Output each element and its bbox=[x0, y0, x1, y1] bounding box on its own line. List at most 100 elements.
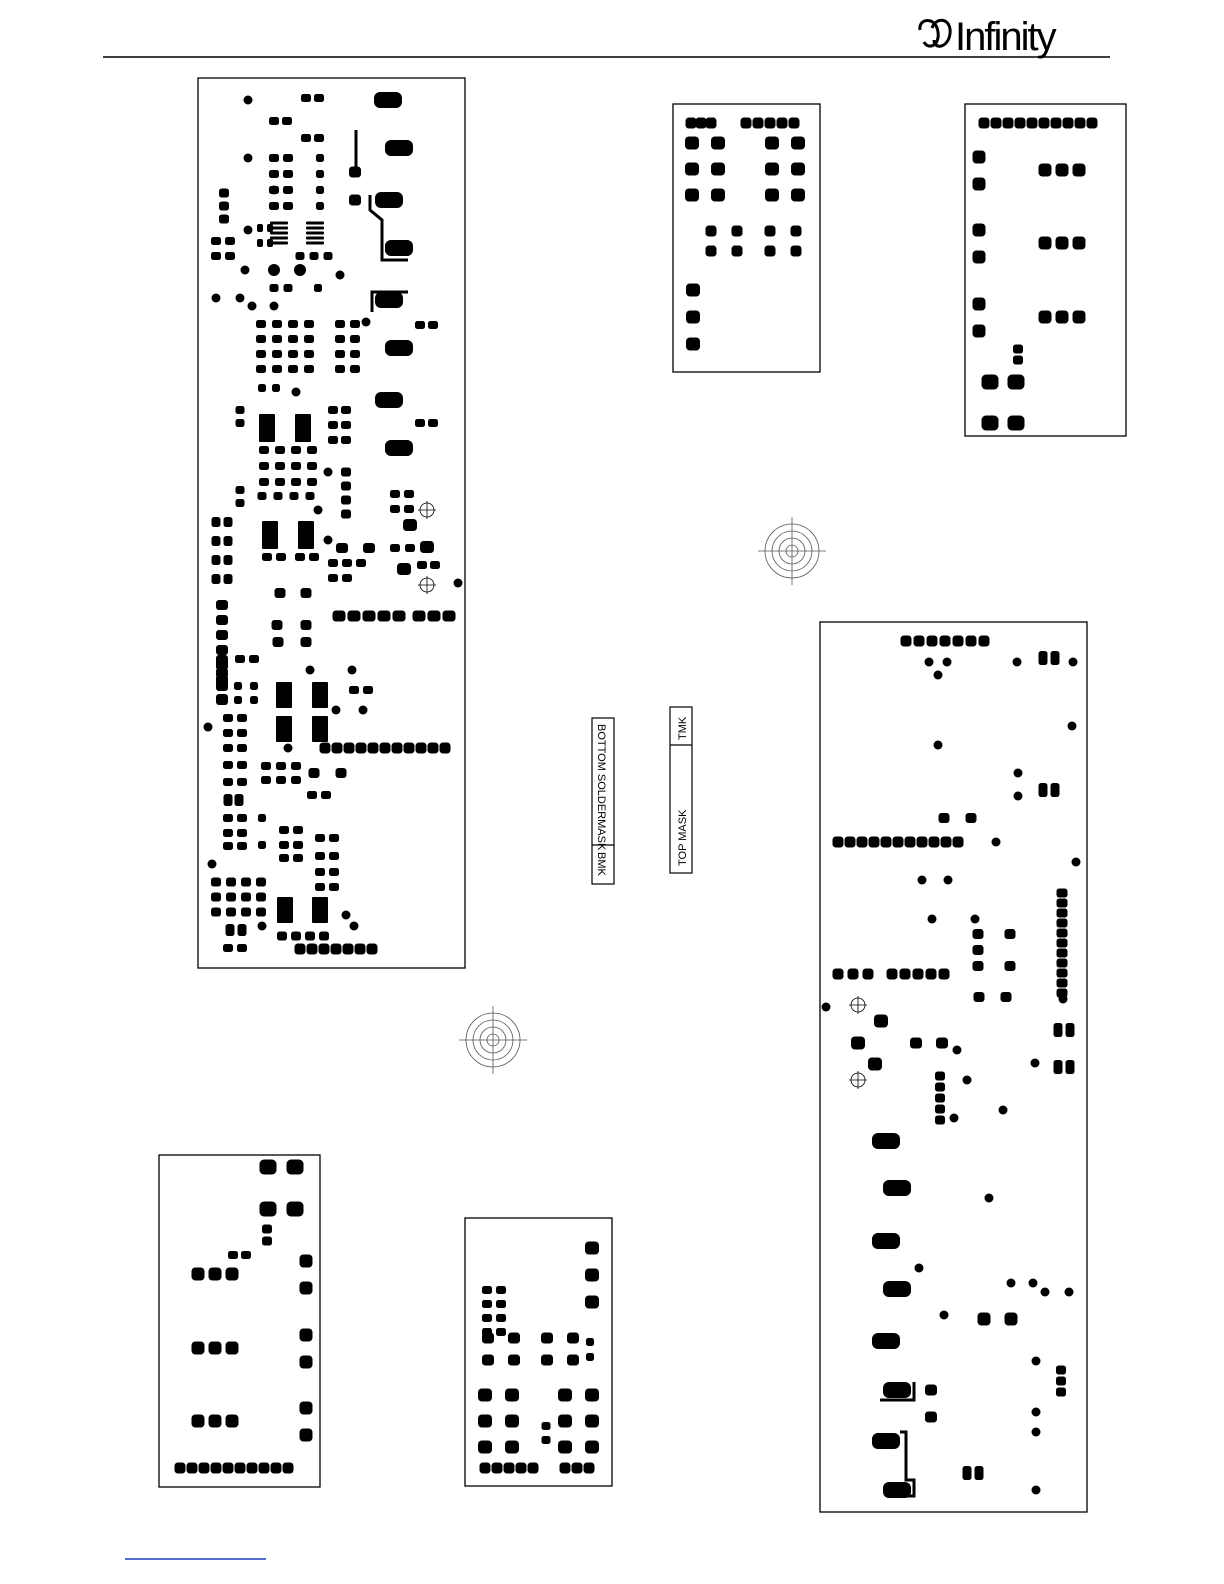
via bbox=[244, 96, 253, 105]
pad bbox=[304, 320, 314, 328]
pad bbox=[288, 335, 298, 343]
pad bbox=[329, 868, 339, 876]
pad bbox=[584, 1463, 595, 1474]
pad bbox=[256, 893, 266, 902]
pad bbox=[1057, 919, 1068, 928]
via bbox=[454, 579, 463, 588]
pad bbox=[300, 1255, 313, 1268]
pad bbox=[1056, 1388, 1066, 1397]
via bbox=[270, 302, 279, 311]
pad bbox=[883, 1180, 911, 1196]
pad bbox=[1056, 164, 1069, 177]
pad bbox=[270, 227, 288, 230]
pad bbox=[216, 681, 228, 691]
pad bbox=[991, 118, 1002, 129]
pad bbox=[686, 284, 700, 297]
pad bbox=[283, 1463, 294, 1474]
pad bbox=[300, 1282, 313, 1295]
pad bbox=[226, 908, 236, 917]
pad bbox=[270, 222, 288, 225]
pad bbox=[482, 1314, 492, 1322]
pad bbox=[913, 969, 924, 980]
pad bbox=[270, 242, 288, 245]
pad bbox=[1057, 929, 1068, 938]
pad bbox=[335, 320, 345, 328]
pad bbox=[315, 834, 325, 842]
pad bbox=[496, 1328, 506, 1336]
pad bbox=[312, 682, 328, 708]
pad bbox=[872, 1133, 900, 1149]
pad bbox=[216, 694, 228, 704]
pad bbox=[341, 421, 351, 429]
via bbox=[1013, 658, 1022, 667]
via bbox=[248, 302, 257, 311]
pad bbox=[926, 969, 937, 980]
pad bbox=[508, 1355, 520, 1366]
pad bbox=[845, 837, 856, 848]
pad bbox=[973, 298, 986, 311]
pad bbox=[259, 414, 275, 442]
pad bbox=[504, 1463, 515, 1474]
pad bbox=[356, 559, 366, 567]
pad bbox=[706, 226, 717, 237]
via bbox=[1069, 658, 1078, 667]
pad bbox=[247, 1463, 258, 1474]
pad bbox=[939, 813, 950, 823]
pad bbox=[1008, 375, 1025, 390]
pad bbox=[187, 1463, 198, 1474]
pad bbox=[211, 1463, 222, 1474]
pad bbox=[482, 1355, 494, 1366]
tmk-label: TMK bbox=[677, 716, 689, 740]
pad bbox=[404, 490, 414, 498]
pad bbox=[1056, 237, 1069, 250]
pad bbox=[301, 588, 312, 598]
pad bbox=[272, 365, 282, 373]
pad bbox=[212, 574, 221, 584]
pad bbox=[791, 163, 805, 176]
pad bbox=[385, 440, 413, 456]
pads-top-right-board bbox=[973, 118, 1098, 431]
via bbox=[324, 468, 333, 477]
header: Infinity bbox=[103, 15, 1110, 59]
pad bbox=[979, 636, 990, 647]
pad bbox=[226, 1268, 239, 1281]
via bbox=[1072, 858, 1081, 867]
pad bbox=[516, 1463, 527, 1474]
pad bbox=[272, 335, 282, 343]
pad bbox=[378, 611, 391, 622]
via bbox=[1032, 1486, 1041, 1495]
pad bbox=[295, 553, 305, 561]
pad bbox=[935, 1072, 945, 1081]
pad bbox=[300, 1402, 313, 1415]
pad bbox=[1039, 237, 1052, 250]
pad bbox=[586, 1353, 594, 1361]
pad bbox=[848, 969, 859, 980]
pad bbox=[283, 170, 293, 178]
pad bbox=[765, 226, 776, 237]
pad bbox=[219, 215, 229, 224]
pad bbox=[417, 561, 427, 569]
via bbox=[944, 876, 953, 885]
pad bbox=[287, 1160, 304, 1175]
pad bbox=[1054, 1060, 1063, 1074]
pad bbox=[238, 924, 247, 936]
pad bbox=[791, 189, 805, 202]
pad bbox=[312, 897, 328, 923]
pad bbox=[307, 478, 317, 486]
pad bbox=[1008, 416, 1025, 431]
pad bbox=[335, 365, 345, 373]
pad bbox=[1073, 237, 1086, 250]
pad bbox=[363, 686, 373, 694]
pad bbox=[868, 1058, 882, 1071]
via bbox=[1031, 1059, 1040, 1068]
pad bbox=[192, 1268, 205, 1281]
pad bbox=[237, 944, 247, 952]
pad bbox=[288, 320, 298, 328]
pad bbox=[765, 118, 776, 129]
pad bbox=[306, 237, 324, 240]
pad bbox=[270, 237, 288, 240]
pad bbox=[257, 239, 263, 247]
pad bbox=[224, 794, 233, 806]
pad bbox=[732, 226, 743, 237]
pad bbox=[711, 189, 725, 202]
